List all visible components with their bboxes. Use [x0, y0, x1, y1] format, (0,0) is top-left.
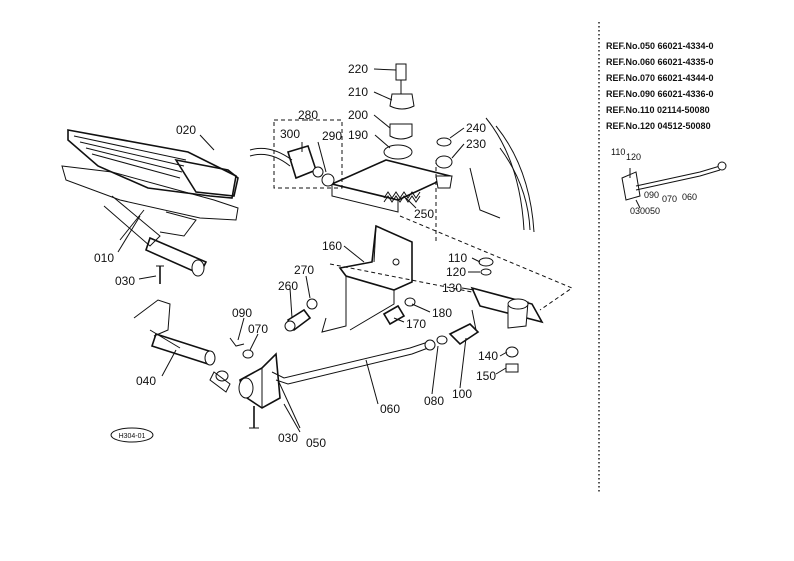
- label-180: 180: [432, 306, 452, 320]
- ref-050: REF.No.050 66021-4334-0: [606, 41, 714, 51]
- label-070: 070: [248, 322, 268, 336]
- reference-list: REF.No.050 66021-4334-0 REF.No.060 66021…: [606, 41, 714, 131]
- arm-050: [238, 352, 301, 429]
- label-030b: 030: [278, 431, 298, 445]
- plate-190: [329, 144, 453, 213]
- label-020: 020: [176, 123, 196, 137]
- washer-240-nut-230: [435, 137, 453, 189]
- inset-label-090: 090: [644, 190, 659, 200]
- drawing-stamp: H304-01: [110, 427, 154, 443]
- label-090: 090: [232, 306, 252, 320]
- label-230: 230: [466, 137, 486, 151]
- inset-label-060: 060: [682, 192, 697, 202]
- label-120: 120: [446, 265, 466, 279]
- inset-label-070: 070: [662, 194, 677, 204]
- label-040: 040: [136, 374, 156, 388]
- label-240: 240: [466, 121, 486, 135]
- spring-pin-030: [156, 265, 164, 284]
- ref-090: REF.No.090 66021-4336-0: [606, 89, 714, 99]
- label-080: 080: [424, 394, 444, 408]
- label-110: 110: [448, 251, 467, 265]
- label-050: 050: [306, 436, 326, 450]
- bolt-260: [284, 298, 318, 332]
- lever-130: [470, 286, 544, 373]
- label-220: 220: [348, 62, 368, 76]
- shaft-040: [133, 299, 231, 393]
- inset-label-110: 110: [611, 147, 625, 157]
- label-150: 150: [476, 369, 496, 383]
- isolator-200-210-220: [389, 63, 415, 140]
- rod-060: [271, 339, 436, 385]
- inset-label-120: 120: [626, 152, 641, 162]
- housing-outline: [469, 117, 535, 233]
- leader-lines: [117, 68, 508, 433]
- washer-110-120: [478, 257, 494, 276]
- label-280: 280: [298, 108, 318, 122]
- label-100: 100: [452, 387, 472, 401]
- label-060: 060: [380, 402, 400, 416]
- ref-120: REF.No.120 04512-50080: [606, 121, 711, 131]
- label-300: 300: [280, 127, 300, 141]
- label-170: 170: [406, 317, 426, 331]
- assembly-guides: [329, 160, 574, 311]
- ref-070: REF.No.070 66021-4344-0: [606, 73, 714, 83]
- spring-250: [383, 191, 421, 203]
- label-270: 270: [294, 263, 314, 277]
- rod-end-100: [436, 309, 480, 346]
- label-010: 010: [94, 251, 114, 265]
- label-160: 160: [322, 239, 342, 253]
- label-260: 260: [278, 279, 298, 293]
- label-140: 140: [478, 349, 498, 363]
- label-290: 290: [322, 129, 342, 143]
- inset-diagram: 110 120 090 070 060 030050: [611, 147, 727, 216]
- pedal-assembly: [61, 129, 239, 277]
- part-labels: 020 010 030 040 090 070 030 050 060 080 …: [94, 62, 498, 450]
- label-130: 130: [442, 281, 462, 295]
- clip-090-washer-070: [229, 337, 254, 359]
- label-190: 190: [348, 128, 368, 142]
- ref-060: REF.No.060 66021-4335-0: [606, 57, 714, 67]
- label-250: 250: [414, 207, 434, 221]
- label-030a: 030: [115, 274, 135, 288]
- bracket-160: [321, 224, 413, 333]
- label-210: 210: [348, 85, 368, 99]
- cable-280: [249, 119, 343, 189]
- ref-110: REF.No.110 02114-50080: [606, 105, 710, 115]
- label-200: 200: [348, 108, 368, 122]
- inset-label-030050: 030050: [630, 206, 660, 216]
- stamp-text: H304-01: [119, 433, 146, 440]
